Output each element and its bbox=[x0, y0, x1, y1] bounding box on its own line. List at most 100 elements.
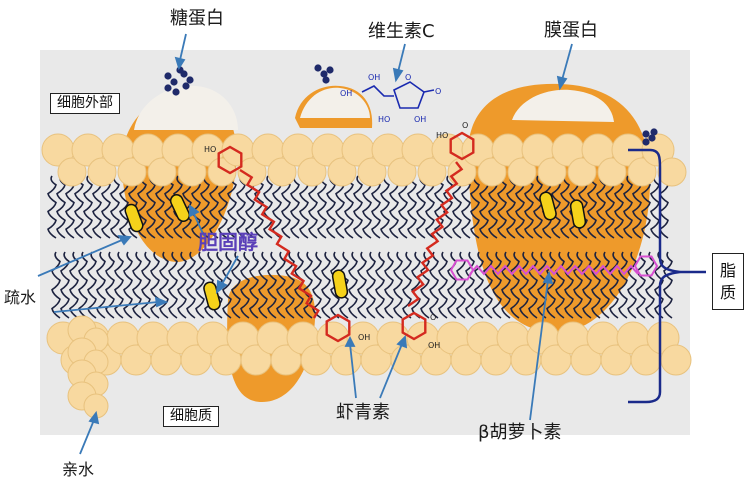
lipid-tail-54 bbox=[290, 175, 300, 239]
astaxanthin-chain-4 bbox=[407, 161, 464, 307]
cholesterol-molecules bbox=[124, 191, 587, 311]
lipid-tail-12 bbox=[101, 175, 111, 239]
lipid-head-83 bbox=[660, 344, 692, 376]
lipid-tail-109 bbox=[537, 251, 547, 319]
lipid-tail-73 bbox=[375, 251, 385, 319]
lipid-tail-52 bbox=[281, 175, 291, 239]
lipid-tail-137 bbox=[663, 251, 673, 319]
lipid-tail-45 bbox=[249, 251, 259, 319]
sugar-chains bbox=[164, 64, 658, 146]
vitc-ho: HO bbox=[378, 115, 390, 124]
lipid-tail-102 bbox=[506, 175, 516, 239]
astax-oh-bottom-right: OH bbox=[428, 341, 440, 350]
lipid-tail-51 bbox=[276, 251, 286, 319]
sugar-bead-7 bbox=[182, 82, 190, 90]
lipid-tail-115 bbox=[564, 251, 574, 319]
lipid-head-73 bbox=[597, 157, 627, 187]
beta-carotene-ring-left bbox=[449, 259, 475, 281]
lipid-tail-23 bbox=[150, 251, 160, 319]
arrow-hydrophobic-1 bbox=[37, 239, 123, 277]
arrow-cholesterol-1-head bbox=[189, 204, 200, 218]
lipid-tail-80 bbox=[407, 175, 417, 239]
lipid-tail-15 bbox=[114, 251, 124, 319]
lipid-tail-132 bbox=[641, 175, 651, 239]
lipid-tail-112 bbox=[551, 175, 561, 239]
lipid-tail-14 bbox=[110, 175, 120, 239]
lipid-tail-21 bbox=[141, 251, 151, 319]
lipid-tail-111 bbox=[546, 251, 556, 319]
lipid-tail-100 bbox=[497, 175, 507, 239]
arrow-cholesterol-1 bbox=[193, 213, 205, 237]
lipid-tail-6 bbox=[74, 175, 84, 239]
beta-carotene-ring-right bbox=[633, 255, 659, 277]
lipid-tail-107 bbox=[528, 251, 538, 319]
astaxanthin-ring-0 bbox=[217, 145, 243, 175]
lipid-tail-125 bbox=[609, 251, 619, 319]
beta-carotene-molecule bbox=[449, 255, 659, 281]
arrow-astaxanthin-1 bbox=[349, 343, 357, 399]
lipid-tail-81 bbox=[411, 251, 421, 319]
lipid-tail-88 bbox=[443, 175, 453, 239]
astaxanthin-molecules bbox=[217, 131, 475, 343]
sugar-bead-12 bbox=[642, 130, 650, 138]
arrow-astaxanthin-2-head bbox=[396, 335, 408, 349]
vitc-oh-3: OH bbox=[414, 115, 426, 124]
label-glycoprotein: 糖蛋白 bbox=[170, 8, 224, 29]
lipid-tail-113 bbox=[555, 251, 565, 319]
lipid-head-81 bbox=[657, 157, 687, 187]
lipid-head-25 bbox=[237, 157, 267, 187]
lipid-tail-8 bbox=[83, 175, 93, 239]
lipid-tail-77 bbox=[393, 251, 403, 319]
lipid-head-33 bbox=[297, 157, 327, 187]
lipid-tail-67 bbox=[348, 251, 358, 319]
label-outside-cell: 细胞外部 bbox=[50, 93, 120, 115]
astaxanthin-atoms: HO HO O OH O OH bbox=[204, 121, 468, 350]
lipid-tail-41 bbox=[231, 251, 241, 319]
label-lipid: 脂 质 bbox=[712, 253, 744, 311]
lipid-head-29 bbox=[267, 157, 297, 187]
lipid-head-61 bbox=[507, 157, 537, 187]
lipid-tail-25 bbox=[159, 251, 169, 319]
lipid-tail-60 bbox=[317, 175, 327, 239]
astaxanthin-ring-5 bbox=[401, 311, 427, 341]
sugar-bead-9 bbox=[320, 70, 328, 78]
arrow-membrane-protein-head bbox=[556, 75, 568, 91]
lipid-tail-61 bbox=[321, 251, 331, 319]
protein-caps bbox=[134, 85, 614, 130]
vitc-oh-2: OH bbox=[368, 73, 380, 82]
beta-carotene-chain bbox=[469, 264, 639, 276]
vitamin-c-structure bbox=[361, 81, 435, 109]
cholesterol-0 bbox=[124, 203, 144, 233]
lipid-tail-47 bbox=[258, 251, 268, 319]
lipid-tail-97 bbox=[483, 251, 493, 319]
arrow-beta-carotene-head bbox=[542, 270, 554, 285]
arrow-hydrophobic-2 bbox=[53, 301, 159, 313]
lipid-tail-92 bbox=[461, 175, 471, 239]
lipid-tail-26 bbox=[164, 175, 174, 239]
astax-o-bottom-right: O bbox=[430, 313, 436, 322]
sugar-bead-14 bbox=[642, 138, 650, 146]
lipid-tail-94 bbox=[470, 175, 480, 239]
lipid-tail-48 bbox=[263, 175, 273, 239]
label-membrane-protein: 膜蛋白 bbox=[544, 20, 598, 41]
lipid-tail-72 bbox=[371, 175, 381, 239]
lipid-tail-7 bbox=[78, 251, 88, 319]
lipid-head-41 bbox=[357, 157, 387, 187]
lipid-tail-105 bbox=[519, 251, 529, 319]
lipid-head-69 bbox=[567, 157, 597, 187]
label-lipid-line2: 质 bbox=[719, 282, 736, 302]
vitc-oh-1: OH bbox=[340, 89, 352, 98]
lipid-tail-91 bbox=[456, 251, 466, 319]
label-cytoplasm: 细胞质 bbox=[163, 406, 219, 428]
arrow-vitamin-c bbox=[397, 43, 406, 73]
lipid-tail-1 bbox=[51, 251, 61, 319]
lipid-tail-34 bbox=[200, 175, 210, 239]
arrow-glycoprotein-head bbox=[174, 56, 186, 71]
lipid-tail-32 bbox=[191, 175, 201, 239]
lipid-head-13 bbox=[147, 157, 177, 187]
lipid-tail-83 bbox=[420, 251, 430, 319]
lipid-tail-29 bbox=[177, 251, 187, 319]
lipid-tail-127 bbox=[618, 251, 628, 319]
vitc-o-carbonyl: O bbox=[435, 87, 441, 96]
vitc-chain bbox=[361, 85, 394, 97]
